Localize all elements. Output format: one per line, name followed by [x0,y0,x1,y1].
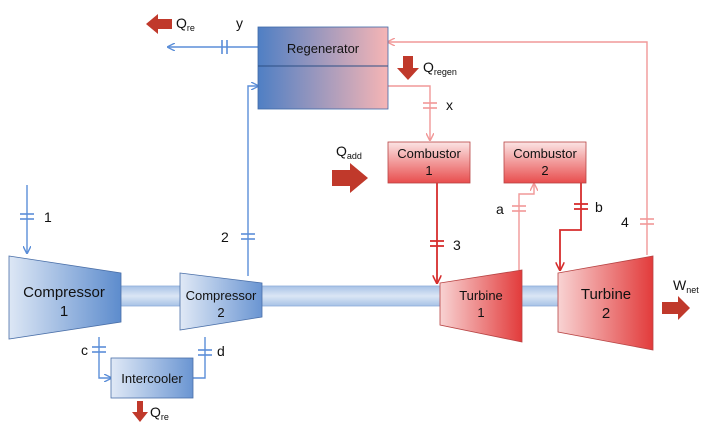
combustor-2: Combustor 2 [503,141,587,184]
turbine-2-number: 2 [602,305,610,322]
turbine-1-label: Turbine [459,288,503,303]
turbine-2: Turbine 2 [557,255,654,351]
intercooler-label: Intercooler [121,371,183,386]
state-point-1: 1 [44,209,52,225]
net-work-arrow-icon [662,296,690,320]
state-point-c: c [81,342,88,358]
compressor-2-label: Compressor [186,288,257,303]
state-point-a: a [496,201,504,217]
exhaust-flow-lines [388,42,648,270]
state-point-3: 3 [453,237,461,253]
compressor-1-number: 1 [60,303,68,320]
combustor-1-number: 1 [425,163,432,178]
q-re-top-label: Qre [176,15,195,33]
compressor-2: Compressor 2 [179,272,263,331]
compressor-1: Compressor 1 [8,255,122,340]
heat-rejection-bottom-arrow-icon [132,401,148,422]
combustion-state-ticks [430,203,588,247]
exhaust-state-ticks [423,102,654,225]
cold-air-flow-lines [27,47,258,378]
combustor-2-number: 2 [541,163,548,178]
regenerator: Regenerator [257,26,389,110]
combustor-1: Combustor 1 [387,141,471,184]
turbine-1-number: 1 [477,305,484,320]
w-net-label: Wnet [673,277,699,295]
combustion-flow-lines [437,183,582,283]
q-regen-label: Qregen [423,59,457,77]
heat-rejection-top-arrow-icon [146,14,172,34]
compressor-2-number: 2 [217,305,224,320]
state-point-x: x [446,97,453,113]
turbine-2-label: Turbine [581,286,631,303]
regenerator-label: Regenerator [287,41,360,56]
combustor-1-label: Combustor [397,146,461,161]
heat-regen-arrow-icon [397,56,419,80]
heat-add-arrow-icon [332,163,368,193]
cold-flow-state-ticks [20,40,255,356]
state-point-2: 2 [221,229,229,245]
state-point-d: d [217,343,225,359]
compressor-1-label: Compressor [23,284,105,301]
turbine-1: Turbine 1 [439,269,523,343]
intercooler: Intercooler [110,357,194,399]
state-point-4: 4 [621,214,629,230]
q-add-label: Qadd [336,143,362,161]
state-point-y: y [236,15,243,31]
state-point-b: b [595,199,603,215]
combustor-2-label: Combustor [513,146,577,161]
q-re-bottom-label: Qre [150,404,169,422]
